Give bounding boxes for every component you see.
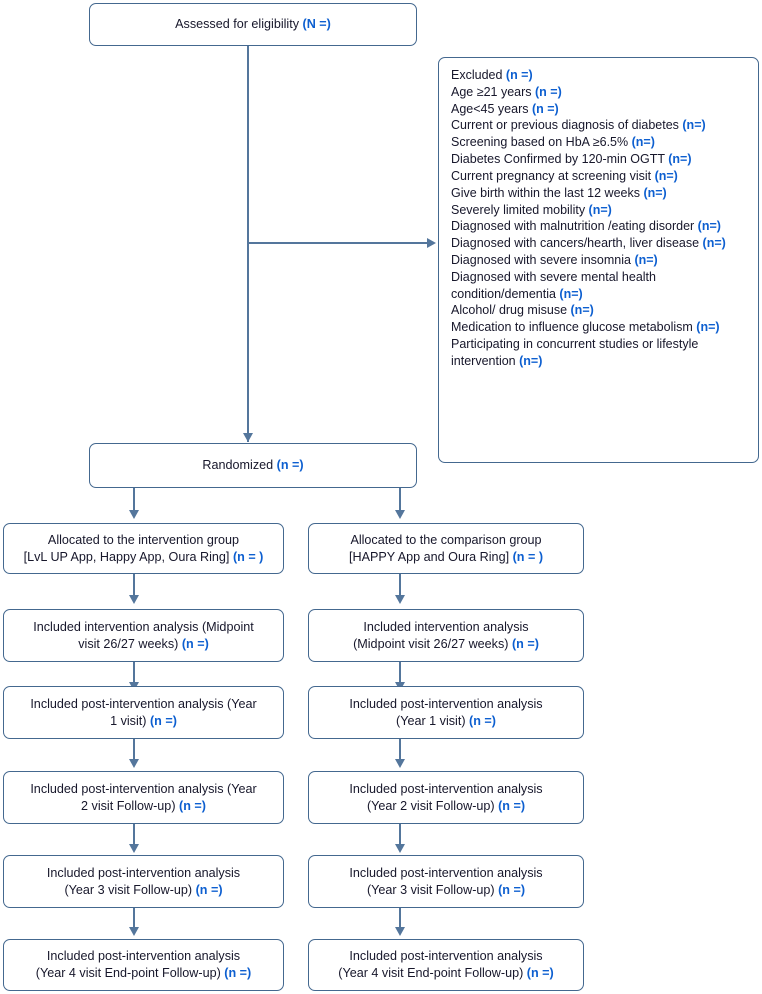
- comparison-step-line2: (Year 3 visit Follow-up): [366, 882, 499, 897]
- exclusion-reason: Screening based on HbA ≥6.5% (n=): [451, 135, 655, 150]
- connector-intervention-4: [133, 824, 135, 847]
- arrow-intervention-5: [128, 927, 139, 936]
- arrow-into-randomized: [242, 433, 253, 442]
- node-comparison-year3: Included post-intervention analysis (Yea…: [308, 855, 584, 908]
- comparison-step-count: (n =): [498, 882, 526, 897]
- exclusion-reason: Diagnosed with severe mental health cond…: [451, 269, 656, 301]
- intervention-step-line2: (Year 3 visit Follow-up): [64, 882, 196, 897]
- exclusion-reason: Age<45 years (n =): [451, 101, 559, 116]
- arrow-comparison-1: [394, 595, 405, 604]
- comparison-step-line1: Included post-intervention analysis: [349, 781, 543, 796]
- comparison-allocation-line1: Allocated to the comparison group: [350, 532, 542, 547]
- arrow-comparison-5: [394, 927, 405, 936]
- exclusion-reason: Current or previous diagnosis of diabete…: [451, 118, 706, 133]
- node-excluded: Excluded (n =) Age ≥21 years (n =) Age<4…: [438, 57, 759, 463]
- exclusion-reason: Participating in concurrent studies or l…: [451, 337, 699, 368]
- randomized-count: (n =): [276, 458, 304, 473]
- comparison-step-count: (n =): [511, 636, 539, 651]
- node-assessed-for-eligibility: Assessed for eligibility (N =): [89, 3, 417, 46]
- comparison-step-line2: (Year 4 visit End-point Follow-up): [338, 966, 527, 980]
- arrow-intervention-1: [128, 595, 139, 604]
- exclusion-reason: Diagnosed with cancers/hearth, liver dis…: [451, 236, 726, 251]
- comparison-allocation-count: (n = ): [512, 549, 544, 564]
- excluded-heading-text: Excluded: [451, 68, 506, 82]
- intervention-step-line2: visit 26/27 weeks): [78, 636, 182, 651]
- connector-to-excluded: [247, 242, 428, 244]
- arrow-intervention-3: [128, 759, 139, 768]
- intervention-step-count: (n =): [224, 966, 252, 980]
- connector-comparison-5: [399, 908, 401, 930]
- comparison-step-count: (n =): [469, 713, 496, 728]
- node-comparison-allocation: Allocated to the comparison group [HAPPY…: [308, 523, 584, 574]
- intervention-step-count: (n =): [149, 713, 177, 728]
- exclusion-reason: Medication to influence glucose metaboli…: [451, 320, 720, 335]
- connector-randomized-split-right: [399, 488, 401, 514]
- node-intervention-year4: Included post-intervention analysis (Yea…: [3, 939, 284, 991]
- connector-intervention-3: [133, 739, 135, 762]
- exclusion-reason: Alcohol/ drug misuse (n=): [451, 303, 594, 318]
- node-comparison-year4: Included post-intervention analysis (Yea…: [308, 939, 584, 991]
- arrow-into-intervention-allocation: [128, 510, 139, 519]
- arrow-intervention-4: [128, 844, 139, 853]
- node-comparison-midpoint: Included intervention analysis (Midpoint…: [308, 609, 584, 662]
- intervention-step-line2: (Year 4 visit End-point Follow-up): [35, 966, 225, 980]
- intervention-step-line2: 2 visit Follow-up): [81, 798, 180, 813]
- intervention-step-count: (n =): [179, 798, 206, 813]
- intervention-step-line1: Included post-intervention analysis (Yea…: [30, 696, 257, 711]
- comparison-step-line2: (Year 1 visit): [396, 713, 470, 728]
- node-comparison-year1: Included post-intervention analysis (Yea…: [308, 686, 584, 739]
- comparison-step-line2: (Midpoint visit 26/27 weeks): [353, 636, 512, 651]
- comparison-step-count: (n =): [526, 966, 554, 980]
- connector-comparison-2: [399, 662, 401, 685]
- arrow-comparison-3: [394, 759, 405, 768]
- connector-comparison-3: [399, 739, 401, 762]
- comparison-step-count: (n =): [498, 798, 526, 813]
- node-comparison-year2: Included post-intervention analysis (Yea…: [308, 771, 584, 824]
- arrow-into-comparison-allocation: [394, 510, 405, 519]
- exclusion-reason: Give birth within the last 12 weeks (n=): [451, 185, 667, 200]
- comparison-step-line1: Included post-intervention analysis: [349, 949, 543, 964]
- comparison-step-line1: Included post-intervention analysis: [349, 865, 543, 880]
- excluded-heading: Excluded (n =): [451, 67, 748, 84]
- connector-comparison-1: [399, 574, 401, 598]
- connector-intervention-1: [133, 574, 135, 598]
- intervention-step-count: (n =): [181, 636, 209, 651]
- intervention-step-line1: Included post-intervention analysis (Yea…: [30, 781, 257, 796]
- arrow-comparison-4: [394, 844, 405, 853]
- comparison-step-line1: Included post-intervention analysis: [349, 696, 543, 711]
- node-randomized: Randomized (n =): [89, 443, 417, 488]
- intervention-step-line1: Included post-intervention analysis: [46, 865, 241, 880]
- node-intervention-year2: Included post-intervention analysis (Yea…: [3, 771, 284, 824]
- intervention-step-line1: Included intervention analysis (Midpoint: [33, 619, 254, 634]
- node-intervention-year3: Included post-intervention analysis (Yea…: [3, 855, 284, 908]
- comparison-step-line2: (Year 2 visit Follow-up): [366, 798, 499, 813]
- assessed-label: Assessed for eligibility: [175, 17, 303, 32]
- comparison-step-line1: Included intervention analysis: [363, 619, 529, 634]
- connector-intervention-5: [133, 908, 135, 930]
- intervention-step-count: (n =): [195, 882, 223, 897]
- connector-intervention-2: [133, 662, 135, 685]
- node-intervention-allocation: Allocated to the intervention group [LvL…: [3, 523, 284, 574]
- excluded-heading-count: (n =): [505, 68, 533, 82]
- intervention-allocation-line2: [LvL UP App, Happy App, Oura Ring]: [23, 549, 233, 564]
- connector-assessed-to-randomized: [247, 46, 249, 442]
- intervention-step-line1: Included post-intervention analysis: [46, 949, 241, 964]
- intervention-allocation-line1: Allocated to the intervention group: [47, 532, 240, 547]
- assessed-count: (N =): [302, 17, 331, 32]
- connector-randomized-split-left: [133, 488, 135, 514]
- exclusion-reason: Current pregnancy at screening visit (n=…: [451, 168, 678, 183]
- exclusion-reason: Diagnosed with malnutrition /eating diso…: [451, 219, 721, 234]
- exclusion-reason: Severely limited mobility (n=): [451, 202, 612, 217]
- randomized-label: Randomized: [202, 458, 277, 473]
- exclusion-reason: Diabetes Confirmed by 120-min OGTT (n=): [451, 152, 692, 167]
- arrow-into-excluded: [427, 237, 436, 248]
- node-intervention-midpoint: Included intervention analysis (Midpoint…: [3, 609, 284, 662]
- connector-comparison-4: [399, 824, 401, 847]
- intervention-step-line2: 1 visit): [110, 713, 150, 728]
- exclusion-reason: Age ≥21 years (n =): [451, 84, 562, 99]
- node-intervention-year1: Included post-intervention analysis (Yea…: [3, 686, 284, 739]
- exclusion-reason: Diagnosed with severe insomnia (n=): [451, 252, 658, 267]
- intervention-allocation-count: (n = ): [232, 549, 264, 564]
- comparison-allocation-line2: [HAPPY App and Oura Ring]: [348, 549, 513, 564]
